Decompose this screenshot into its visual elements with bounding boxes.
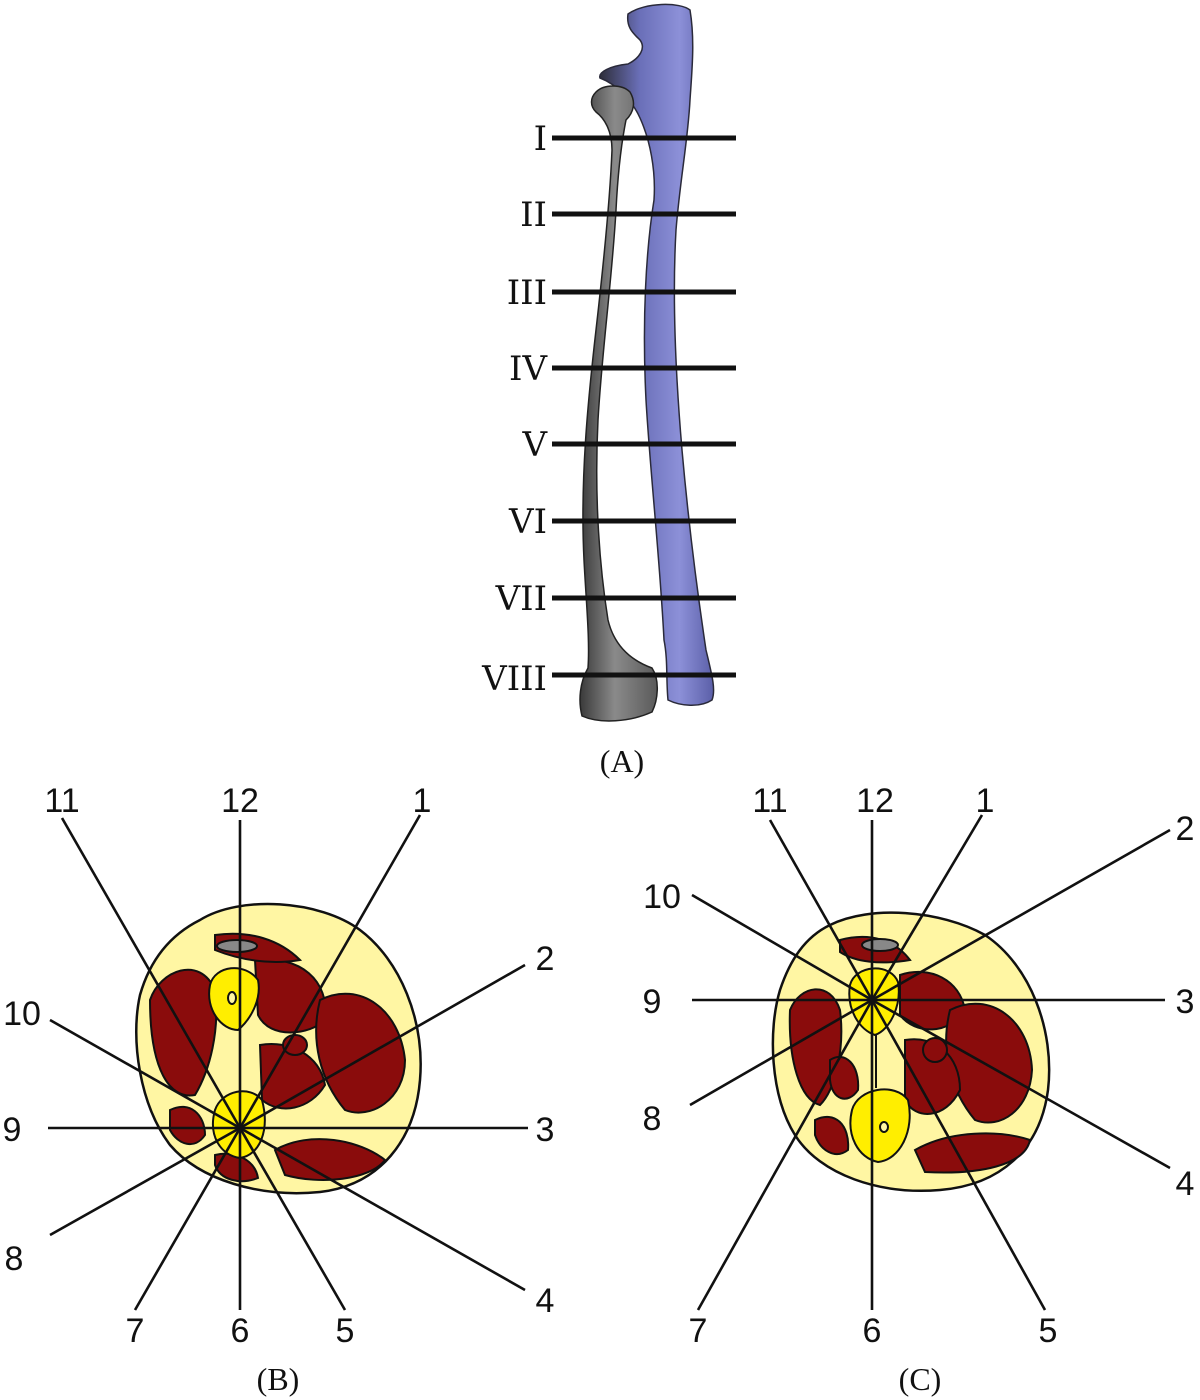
panel-b: 1 2 3 4 5 6 7 8 9 10 11 12 (B) xyxy=(3,782,555,1397)
muscle-b-7 xyxy=(169,1105,207,1145)
ray-c-10 xyxy=(691,893,873,1002)
clock-label-c-7: 7 xyxy=(689,1312,708,1350)
section-label-8: VIII xyxy=(481,659,547,699)
radius-bone xyxy=(579,85,658,722)
clock-label-c-6: 6 xyxy=(863,1312,882,1350)
clock-labels-b: 1 2 3 4 5 6 7 8 9 10 11 12 xyxy=(3,782,555,1350)
muscle-b-9 xyxy=(282,1034,308,1056)
panel-c-label: (C) xyxy=(899,1361,942,1397)
clock-label-c-4: 4 xyxy=(1176,1165,1195,1203)
ray-b-1 xyxy=(238,814,422,1129)
clock-label-b-12: 12 xyxy=(221,782,259,820)
ray-c-7 xyxy=(696,999,874,1311)
cross-section-c xyxy=(771,911,1051,1192)
muscle-b-6 xyxy=(273,1138,387,1181)
clock-label-b-8: 8 xyxy=(5,1240,24,1278)
panel-a: I II III IV V VI VII VIII (A) xyxy=(481,3,736,779)
clock-label-c-11: 11 xyxy=(752,782,787,820)
section-labels: I II III IV V VI VII VIII xyxy=(481,119,548,699)
vessel-c xyxy=(861,938,899,952)
clock-label-b-10: 10 xyxy=(3,995,41,1033)
ulna-bone xyxy=(599,3,715,706)
section-label-3: III xyxy=(507,273,547,313)
clock-label-c-8: 8 xyxy=(643,1100,662,1138)
clock-label-b-5: 5 xyxy=(336,1312,355,1350)
clock-label-b-7: 7 xyxy=(126,1312,145,1350)
section-label-1: I xyxy=(534,119,547,159)
muscle-c-5 xyxy=(913,1132,1032,1174)
panel-a-label: (A) xyxy=(600,743,644,779)
clock-label-b-9: 9 xyxy=(3,1111,22,1149)
panel-b-label: (B) xyxy=(257,1361,300,1397)
clock-label-b-11: 11 xyxy=(44,782,79,820)
ray-c-2 xyxy=(871,828,1171,1002)
muscle-c-9 xyxy=(922,1037,948,1063)
section-label-2: II xyxy=(520,195,547,235)
forearm-bones-model xyxy=(579,3,715,722)
ray-b-8 xyxy=(49,1126,241,1237)
ray-b-10 xyxy=(49,1018,241,1130)
ray-b-7 xyxy=(133,1127,242,1311)
ray-b-11 xyxy=(60,817,242,1129)
radius-marrow-c xyxy=(879,1121,889,1133)
clock-label-c-10: 10 xyxy=(643,878,681,916)
section-label-5: V xyxy=(521,425,548,465)
ray-c-11 xyxy=(768,819,874,1001)
clock-label-c-9: 9 xyxy=(643,983,662,1021)
clock-label-b-1: 1 xyxy=(413,782,432,820)
clock-label-c-1: 1 xyxy=(976,782,995,820)
clock-label-b-2: 2 xyxy=(536,940,555,978)
ray-c-8 xyxy=(689,998,873,1107)
ray-b-4 xyxy=(239,1126,526,1292)
clock-labels-c: 1 2 3 4 5 6 7 8 9 10 11 12 xyxy=(643,782,1195,1350)
ray-c-4 xyxy=(871,998,1171,1170)
section-label-4: IV xyxy=(509,349,548,389)
section-label-7: VII xyxy=(495,579,547,619)
clock-label-b-3: 3 xyxy=(536,1111,555,1149)
ray-c-1 xyxy=(870,814,984,1001)
clock-rays-c xyxy=(689,814,1171,1311)
panel-c: 1 2 3 4 5 6 7 8 9 10 11 12 (C) xyxy=(643,782,1195,1397)
clock-label-c-2: 2 xyxy=(1176,810,1195,848)
vessel-b xyxy=(216,939,258,953)
clock-label-c-5: 5 xyxy=(1039,1312,1058,1350)
ray-c-5 xyxy=(870,999,1047,1311)
muscle-c-8 xyxy=(814,1115,850,1155)
muscle-c-7 xyxy=(829,1055,860,1100)
clock-label-c-3: 3 xyxy=(1176,983,1195,1021)
section-label-6: VI xyxy=(508,502,547,542)
ray-b-2 xyxy=(239,963,526,1130)
section-lines xyxy=(552,135,736,678)
clock-label-c-12: 12 xyxy=(856,782,894,820)
ray-b-5 xyxy=(238,1127,347,1311)
clock-label-b-4: 4 xyxy=(536,1282,555,1320)
clock-rays-b xyxy=(48,814,528,1311)
clock-label-b-6: 6 xyxy=(231,1312,250,1350)
ulna-marrow-b xyxy=(227,991,237,1005)
muscle-b-3 xyxy=(315,992,407,1114)
